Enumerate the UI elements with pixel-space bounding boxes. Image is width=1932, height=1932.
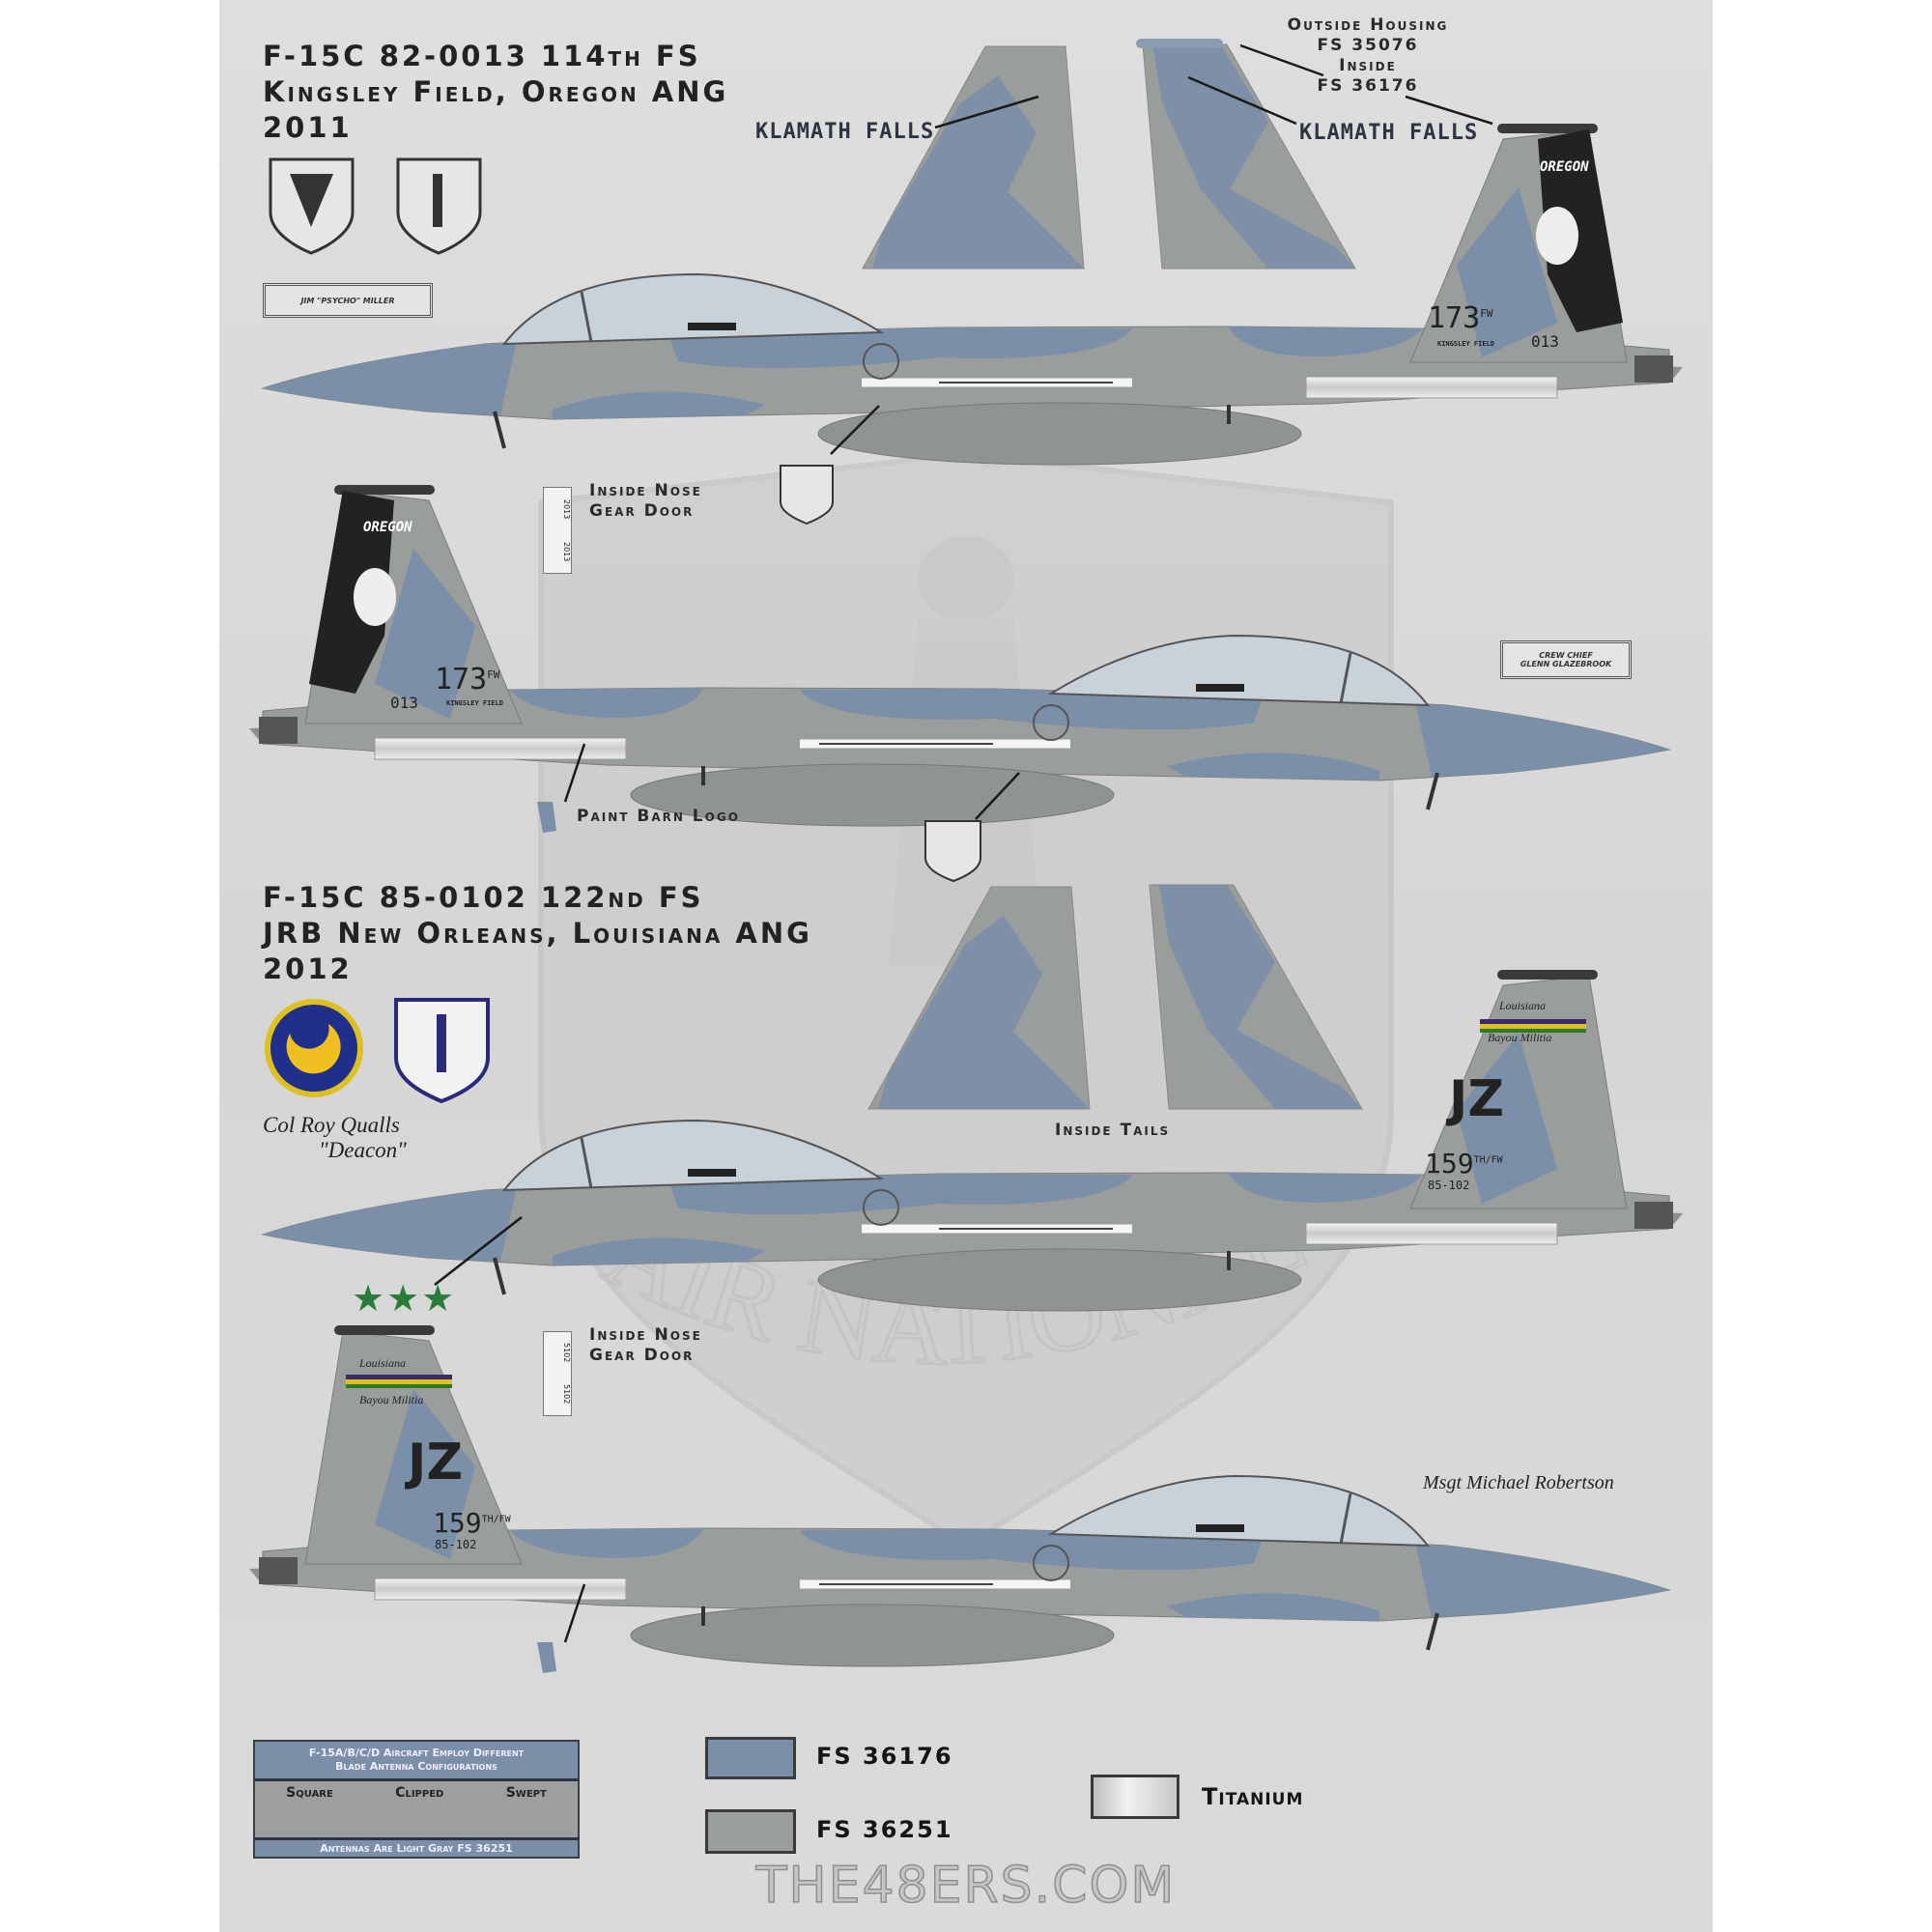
fin-base-1: KINGSLEY FIELD (1437, 340, 1495, 348)
antenna-type-square: Square (286, 1785, 333, 1801)
ang-emblem-2 (394, 998, 490, 1104)
housing-note-line: Inside (1339, 56, 1397, 75)
paint-barn-logo-label: Paint Barn Logo (577, 807, 740, 826)
housing-note-line: FS 35076 (1317, 36, 1419, 55)
fin-serial-3: 85-102 (1428, 1179, 1470, 1192)
fin-state-oregon-2: OREGON (363, 520, 412, 535)
fin-serial-2: 013 (390, 694, 418, 712)
pilot-callsign: "Deacon" (319, 1138, 407, 1162)
swatch-titanium (1091, 1775, 1179, 1819)
serial: 2013 (562, 498, 571, 520)
section2-title: F-15C 85-0102 122nd FS JRB New Orleans, … (263, 880, 812, 987)
fin-base-2: KINGSLEY FIELD (446, 699, 504, 707)
pilot-name: Col Roy Qualls (263, 1113, 400, 1137)
swatch-label-fs36176: FS 36176 (816, 1743, 953, 1770)
label-line: Inside Nose (589, 481, 702, 500)
pilot-name: JIM "PSYCHO" MILLER (300, 296, 395, 305)
ang-emblem-callout (924, 820, 981, 883)
note-line: F-15A/B/C/D Aircraft Employ Different (308, 1747, 525, 1759)
title-line-aircraft: F-15C 85-0102 122nd FS (263, 881, 704, 914)
note-line: Blade Antenna Configurations (335, 1760, 497, 1773)
title-line-base: Kingsley Field, Oregon ANG (263, 75, 729, 108)
oregon-black-fin (1538, 129, 1623, 332)
label-line: Inside Nose (589, 1325, 702, 1345)
housing-note-line: Outside Housing (1287, 15, 1449, 35)
fin-wing-number-4: 159TH/FW (433, 1507, 511, 1539)
fin-code-jz-4: JZ (408, 1434, 464, 1492)
squadron-emblem-122fs (265, 999, 363, 1097)
crew-chief-badge: CREW CHIEF GLENN GLAZEBROOK (1500, 640, 1632, 679)
wing-number: 159 (1425, 1148, 1474, 1179)
antenna-footer: Antennas Are Light Gray FS 36251 (255, 1837, 578, 1857)
serial: 5102 (562, 1343, 571, 1363)
antenna-type-clipped: Clipped (395, 1785, 444, 1801)
swatch-fs36251 (705, 1809, 796, 1854)
title-line-base: JRB New Orleans, Louisiana ANG (263, 917, 812, 950)
title-line-aircraft: F-15C 82-0013 114th FS (263, 40, 701, 72)
paint-barn-logo (537, 802, 556, 833)
wing-suffix: TH/FW (481, 1514, 511, 1525)
aircraft-82-0013-left-profile (263, 124, 1683, 465)
fin-code-jz-3: JZ (1449, 1070, 1505, 1128)
label-line: Gear Door (589, 501, 695, 521)
aircraft-85-0102-left-profile (263, 970, 1683, 1311)
serial: 2013 (562, 541, 571, 562)
title-line-year: 2011 (263, 111, 353, 144)
wing-number: 159 (433, 1507, 482, 1539)
wing-suffix: FW (487, 668, 500, 681)
fin-bayou-militia-3: Bayou Militia (1488, 1031, 1552, 1044)
wing-number: 173 (435, 663, 488, 696)
inside-nose-gear-door-label-2: Inside Nose Gear Door (589, 1325, 702, 1366)
swatch-label-titanium: Titanium (1202, 1783, 1304, 1810)
fin-wing-number-1: 173FW (1428, 301, 1492, 335)
section1-title: F-15C 82-0013 114th FS Kingsley Field, O… (263, 39, 728, 146)
antenna-configuration-box: F-15A/B/C/D Aircraft Employ Different Bl… (253, 1740, 580, 1859)
title-line-year: 2012 (263, 952, 353, 985)
ang-emblem-1 (396, 157, 482, 255)
klamath-falls-left-label: KLAMATH FALLS (755, 120, 935, 144)
fin-state-oregon-1: OREGON (1540, 159, 1589, 175)
pilot-name-badge: JIM "PSYCHO" MILLER (263, 283, 433, 318)
antenna-type-swept: Swept (505, 1785, 547, 1801)
label-line: Gear Door (589, 1346, 695, 1365)
tail-outside-left-oregon (862, 45, 1085, 270)
inside-tails-label: Inside Tails (1055, 1121, 1171, 1140)
wing-emblem-callout (780, 465, 834, 526)
swatch-label-fs36251: FS 36251 (816, 1816, 953, 1843)
serial: 5102 (562, 1384, 571, 1405)
fin-louisiana-4: Louisiana (359, 1356, 407, 1370)
fin-louisiana-3: Louisiana (1499, 999, 1547, 1012)
klamath-falls-right-label: KLAMATH FALLS (1299, 121, 1479, 145)
nose-gear-door-serial-strip-1: 2013 2013 (543, 487, 572, 574)
wing-suffix: TH/FW (1473, 1154, 1503, 1166)
fin-wing-number-3: 159TH/FW (1425, 1148, 1503, 1179)
aircraft-85-0102-right-profile (249, 1325, 1669, 1666)
leader-lines (434, 43, 1493, 1643)
wing-suffix: FW (1480, 307, 1493, 320)
nose-gear-door-serial-strip-2: 5102 5102 (543, 1331, 572, 1416)
crew-chief-name: GLENN GLAZEBROOK (1520, 660, 1612, 668)
fin-serial-1: 013 (1531, 332, 1559, 351)
crew-chief-name: Msgt Michael Robertson (1423, 1472, 1614, 1493)
paint-barn-logo-2 (537, 1642, 556, 1673)
aircraft-82-0013-right-profile (249, 485, 1669, 826)
antenna-note: F-15A/B/C/D Aircraft Employ Different Bl… (255, 1742, 578, 1781)
website-watermark: THE48ERS.COM (755, 1856, 1177, 1916)
fin-serial-4: 85-102 (435, 1538, 477, 1551)
wing-emblem-173fw (269, 157, 355, 255)
fin-bayou-militia-4: Bayou Militia (359, 1393, 424, 1406)
crew-chief-title: CREW CHIEF (1539, 651, 1593, 660)
fin-wing-number-2: 173FW (435, 663, 499, 696)
fin-cap-housing-note: Outside Housing FS 35076 Inside FS 36176 (1271, 15, 1464, 97)
kill-marks-stars: ★★★ (352, 1277, 457, 1320)
inside-nose-gear-door-label-1: Inside Nose Gear Door (589, 481, 702, 522)
antenna-types: Square Clipped Swept (255, 1785, 578, 1801)
wing-number: 173 (1428, 301, 1481, 335)
swatch-fs36176 (705, 1737, 796, 1779)
housing-note-line: FS 36176 (1317, 76, 1419, 96)
